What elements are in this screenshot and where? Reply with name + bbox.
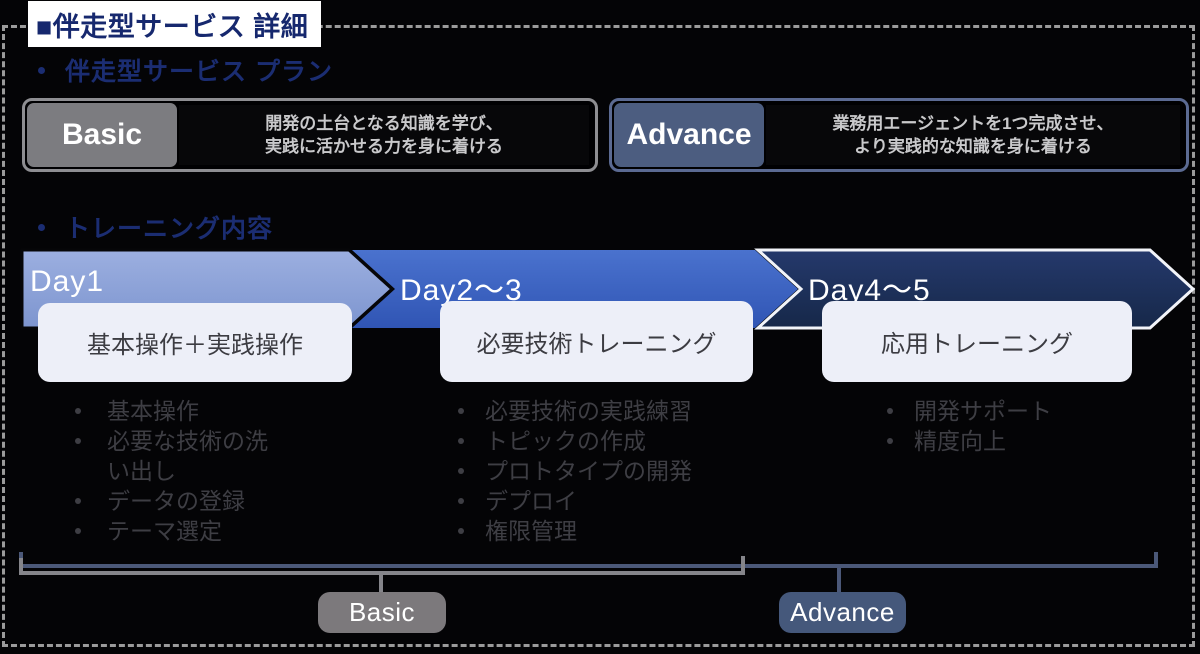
list-item: 必要技術の実践練習 — [455, 396, 745, 426]
plan-advance-description: 業務用エージェントを1つ完成させ、 より実践的な知識を身に着ける — [766, 105, 1180, 165]
list-item: デプロイ — [455, 486, 745, 516]
heading-bullet-icon — [38, 66, 45, 74]
day2-3-bullet-list: 必要技術の実践練習 トピックの作成 プロトタイプの開発 デプロイ 権限管理 — [455, 396, 745, 546]
list-item: 精度向上 — [884, 426, 1144, 456]
list-item: 基本操作 — [72, 396, 284, 426]
day4-5-bullet-list: 開発サポート 精度向上 — [884, 396, 1144, 456]
advance-coverage-badge: Advance — [779, 592, 906, 633]
title-box: ■伴走型サービス 詳細 — [28, 1, 321, 47]
advance-badge-label: Advance — [790, 597, 895, 627]
advance-badge-connector — [837, 568, 841, 593]
basic-bracket-left-tick — [19, 558, 23, 575]
dashed-border-frame — [2, 25, 1195, 647]
advance-bracket-line — [19, 564, 1158, 568]
card-advanced-training: 応用トレーニング — [822, 301, 1132, 382]
training-heading-label: トレーニング内容 — [65, 215, 274, 243]
day1-label: Day1 — [30, 265, 105, 298]
list-item: テーマ選定 — [72, 516, 284, 546]
plan-basic-desc-line1: 開発の土台となる知識を学び、 — [265, 114, 503, 133]
list-item: 必要な技術の洗い出し — [72, 426, 284, 486]
list-item: データの登録 — [72, 486, 284, 516]
basic-coverage-badge: Basic — [318, 592, 446, 633]
heading-bullet-icon — [38, 223, 45, 231]
card-basic-operation: 基本操作＋実践操作 — [38, 303, 352, 382]
day1-bullet-list: 基本操作 必要な技術の洗い出し データの登録 テーマ選定 — [72, 396, 284, 546]
plan-basic-name: Basic — [61, 118, 143, 151]
plan-advance-box: Advance 業務用エージェントを1つ完成させ、 より実践的な知識を身に着ける — [609, 98, 1189, 172]
basic-bracket-line — [19, 571, 745, 575]
plan-advance-desc-line1: 業務用エージェントを1つ完成させ、 — [832, 114, 1114, 133]
card-required-skills-training: 必要技術トレーニング — [440, 301, 753, 382]
plan-section-heading: 伴走型サービス プラン — [38, 56, 333, 86]
advance-bracket-right-tick — [1154, 552, 1158, 568]
list-item: トピックの作成 — [455, 426, 745, 456]
list-item: プロトタイプの開発 — [455, 456, 745, 486]
plan-heading-label: 伴走型サービス プラン — [65, 58, 333, 86]
list-item: 権限管理 — [455, 516, 745, 546]
plan-advance-name: Advance — [626, 118, 752, 151]
basic-badge-connector — [379, 575, 383, 593]
plan-advance-label: Advance — [614, 103, 764, 167]
plan-advance-desc-line2: より実践的な知識を身に着ける — [854, 137, 1092, 156]
card-3-label: 応用トレーニング — [881, 331, 1073, 358]
plan-basic-desc-line2: 実践に活かせる力を身に着ける — [265, 137, 503, 156]
page-title: ■伴走型サービス 詳細 — [36, 11, 309, 42]
card-1-label: 基本操作＋実践操作 — [87, 332, 303, 359]
basic-bracket-right-tick — [741, 556, 745, 575]
plan-basic-label: Basic — [27, 103, 177, 167]
plan-basic-description: 開発の土台となる知識を学び、 実践に活かせる力を身に着ける — [179, 105, 589, 165]
plan-basic-box: Basic 開発の土台となる知識を学び、 実践に活かせる力を身に着ける — [22, 98, 598, 172]
basic-badge-label: Basic — [348, 597, 416, 627]
card-2-label: 必要技術トレーニング — [476, 331, 717, 358]
list-item: 開発サポート — [884, 396, 1144, 426]
training-section-heading: トレーニング内容 — [38, 213, 273, 243]
